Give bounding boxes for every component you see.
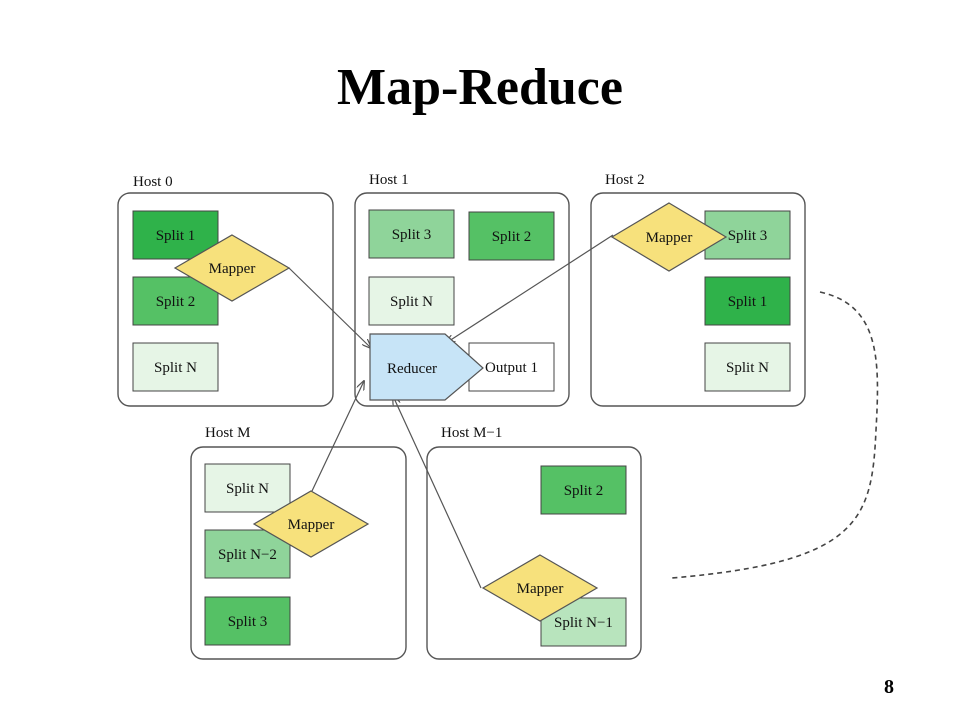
split-block: Split N−2: [204, 529, 291, 579]
host-0-label: Host 0: [133, 174, 173, 190]
split-label: Split N−1: [554, 615, 613, 631]
split-label: Split 2: [156, 294, 196, 310]
split-label: Split 3: [228, 614, 268, 630]
split-label: Split 1: [728, 294, 768, 310]
arrow-host2-to-reducer: [446, 234, 614, 343]
mapper-node: Mapper: [252, 490, 370, 558]
split-label: Split 2: [492, 229, 532, 245]
split-label: Split N: [390, 294, 433, 310]
slide-title: Map-Reduce: [337, 59, 623, 116]
split-block: Split N: [132, 342, 219, 392]
split-label: Split N: [154, 360, 197, 376]
split-label: Split 3: [392, 227, 432, 243]
split-block: Split N: [368, 276, 455, 326]
arrow-host0-to-reducer: [288, 267, 371, 348]
reducer-label: Reducer: [387, 361, 437, 377]
arrow-hostm-to-reducer: [311, 381, 364, 492]
split-block: Split 3: [368, 209, 455, 259]
mapper-label: Mapper: [288, 517, 335, 533]
host-2-label: Host 2: [605, 172, 645, 188]
split-label: Split 3: [728, 228, 768, 244]
split-block: Split 1: [704, 276, 791, 326]
arrow-hostm1-to-reducer: [393, 396, 482, 589]
host-m-label: Host M: [205, 425, 250, 441]
mapper-label: Mapper: [209, 261, 256, 277]
page-number: 8: [884, 676, 894, 698]
split-label: Split N−2: [218, 547, 277, 563]
host-1-label: Host 1: [369, 172, 409, 188]
mapper-label: Mapper: [646, 230, 693, 246]
dashed-continuation-curve: [671, 291, 879, 579]
mapper-node: Mapper: [481, 554, 599, 622]
split-block: Split N: [204, 463, 291, 513]
mapper-node: Mapper: [610, 202, 728, 272]
split-label: Split 1: [156, 228, 196, 244]
host-m-1-label: Host M−1: [441, 425, 502, 441]
split-label: Split N: [226, 481, 269, 497]
split-block: Split 2: [468, 211, 555, 261]
mapper-label: Mapper: [517, 581, 564, 597]
reducer-node: Reducer: [369, 333, 484, 401]
output-label: Output 1: [485, 360, 538, 376]
split-label: Split N: [726, 360, 769, 376]
split-label: Split 2: [564, 483, 604, 499]
mapper-node: Mapper: [173, 234, 291, 302]
split-block: Split N: [704, 342, 791, 392]
split-block: Split 2: [540, 465, 627, 515]
split-block: Split 3: [204, 596, 291, 646]
